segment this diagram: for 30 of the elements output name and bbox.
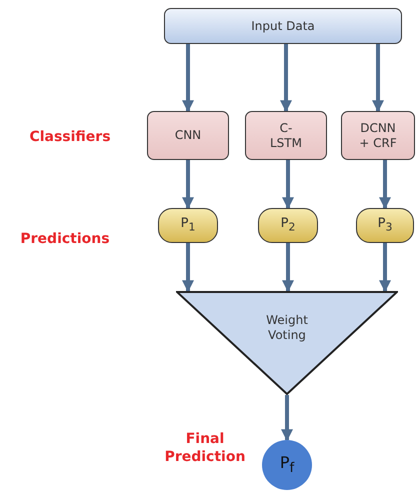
node-text: Weight Voting [265,313,309,343]
arrow [282,160,294,210]
node-text: P$_{f}$ [280,452,294,478]
arrow [379,243,391,292]
row-label: Predictions [19,230,111,248]
row-label: Classifiers [28,128,112,146]
arrow [379,160,391,210]
arrow [182,44,194,112]
node-text: P$_{3}$ [378,216,392,235]
row-label: Final Prediction [164,430,246,466]
process-box [164,8,402,44]
node-text: P$_{2}$ [280,216,296,235]
process-box [245,111,327,160]
output-circle [262,440,312,490]
arrow [281,395,293,442]
node-text: Input Data [251,18,315,34]
arrow [280,44,292,112]
node-text: P$_{1}$ [180,216,196,235]
arrow [372,44,384,112]
node-text: DCNN + CRF [358,120,398,150]
prediction-box [258,208,318,243]
arrow [182,160,194,210]
prediction-box [158,208,218,243]
arrow [282,243,294,292]
arrow [182,243,194,292]
node-text: C- LSTM [269,120,303,150]
prediction-box [356,208,414,243]
process-box [147,111,229,160]
process-box [341,111,415,160]
node-text: CNN [174,128,202,143]
